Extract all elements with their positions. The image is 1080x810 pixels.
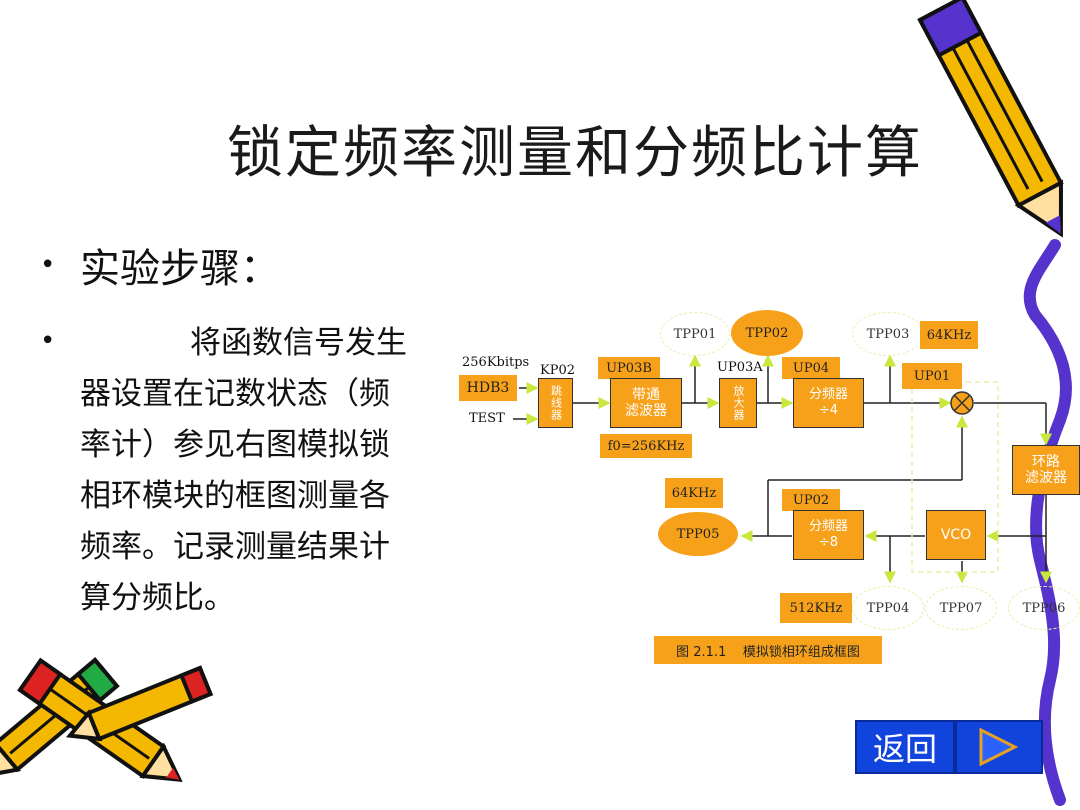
pencil-icon-bottom-3 (65, 665, 214, 742)
up04-tag: UP04 (782, 357, 840, 379)
bullet-dot: • (40, 250, 56, 280)
up03a-label: UP03A (717, 360, 763, 375)
page-title: 锁定频率测量和分频比计算 (227, 121, 923, 186)
tpp07-testpoint: TPP07 (925, 586, 997, 630)
play-arrow-icon (979, 727, 1019, 767)
input-rate-label: 256Kbitps (462, 355, 530, 370)
purple-ribbon (1023, 239, 1072, 806)
f0-tag: f0=256KHz (600, 434, 692, 458)
bullet-dot: • (40, 326, 56, 356)
steps-heading: 实验步骤： (80, 246, 280, 292)
amplifier-block: 放大器 (719, 378, 757, 428)
up02-tag: UP02 (782, 489, 840, 511)
jumper-block: 跳线器 (538, 378, 573, 428)
next-button[interactable] (955, 720, 1043, 774)
divider-4-block: 分频器 ÷4 (793, 378, 864, 428)
mixer-icon (950, 391, 974, 415)
hdb3-tag: HDB3 (459, 375, 517, 401)
diagram-caption: 图 2.1.1 模拟锁相环组成框图 (654, 636, 882, 664)
tpp01-testpoint: TPP01 (660, 312, 730, 356)
freq-512khz-tag: 512KHz (780, 593, 852, 623)
pencil-icon-top (917, 0, 1064, 238)
divider-8-block: 分频器 ÷8 (793, 510, 864, 560)
tpp05-testpoint: TPP05 (658, 512, 738, 556)
test-label: TEST (469, 411, 505, 426)
up03b-tag: UP03B (598, 357, 660, 379)
steps-body: 将函数信号发生器设置在记数状态（频率计）参见右图模拟锁相环模块的框图测量各频率。… (80, 325, 407, 616)
tpp04-testpoint: TPP04 (852, 586, 924, 630)
tpp02-testpoint: TPP02 (731, 310, 803, 356)
up01-tag: UP01 (902, 363, 962, 389)
tpp03-testpoint: TPP03 (852, 312, 924, 356)
freq-64khz-left-tag: 64KHz (665, 478, 723, 508)
tpp06-testpoint: TPP06 (1008, 586, 1080, 630)
loop-filter-block: 环路 滤波器 (1012, 445, 1080, 495)
freq-64khz-top-tag: 64KHz (920, 321, 978, 349)
vco-block: VCO (926, 510, 986, 560)
bandpass-filter-block: 带通 滤波器 (610, 378, 682, 428)
back-button[interactable]: 返回 (855, 720, 955, 774)
kp02-label: KP02 (540, 363, 576, 378)
